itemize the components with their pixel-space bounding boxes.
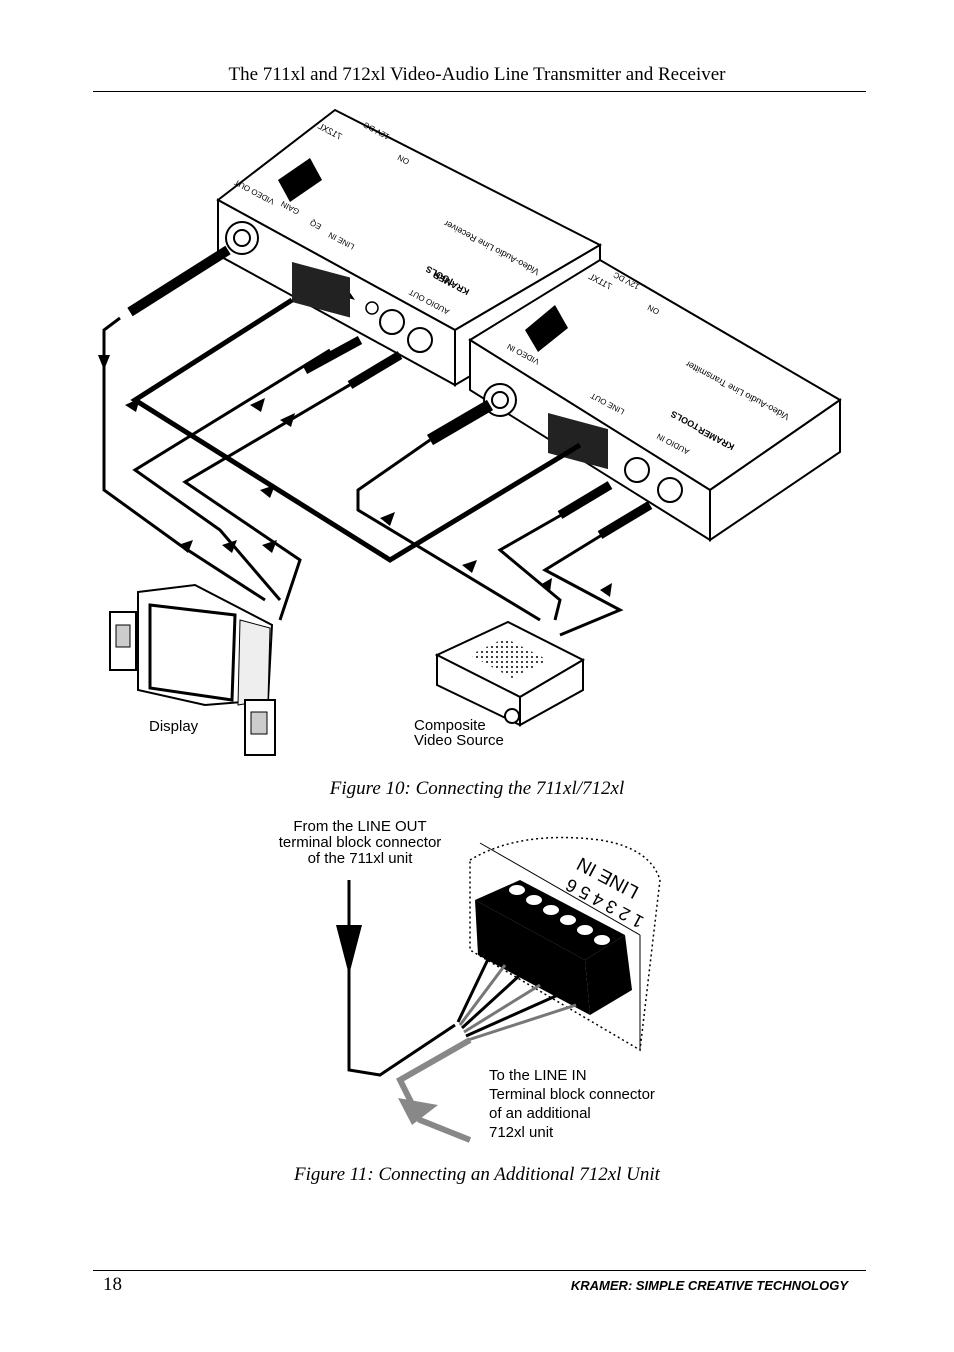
receiver-712xl-unit: 712XL KRAMER TOOLS Video-Audio Line Rece… <box>216 108 603 387</box>
to-line-in-label: To the LINE IN Terminal block connector … <box>489 1067 655 1141</box>
signal-direction-arrows <box>98 355 612 597</box>
page-header-title: The 711xl and 712xl Video-Audio Line Tra… <box>228 64 726 85</box>
video-source-label-line2: Video Source <box>414 732 504 749</box>
from-line-out-label: From the LINE OUT terminal block connect… <box>278 818 442 867</box>
cable-routing <box>102 245 653 637</box>
composite-video-source-illustration <box>434 620 586 727</box>
display-label: Display <box>149 718 199 735</box>
footer-rule <box>93 1270 866 1271</box>
transmitter-711xl-unit: 711XL KRAMER TOOLS Video-Audio Line Tran… <box>468 258 842 542</box>
video-source-label-line1: Composite <box>414 717 486 734</box>
page-number: 18 <box>103 1274 122 1295</box>
footer-brand: KRAMER: SIMPLE CREATIVE TECHNOLOGY <box>570 1278 848 1293</box>
header-rule <box>93 91 866 92</box>
figure-10-caption: Figure 10: Connecting the 711xl/712xl <box>329 778 625 799</box>
kramer-logo-receiver <box>278 158 322 202</box>
figure-11-caption: Figure 11: Connecting an Additional 712x… <box>294 1164 660 1185</box>
kramer-logo-transmitter <box>525 305 568 352</box>
display-monitor-illustration <box>109 583 276 756</box>
